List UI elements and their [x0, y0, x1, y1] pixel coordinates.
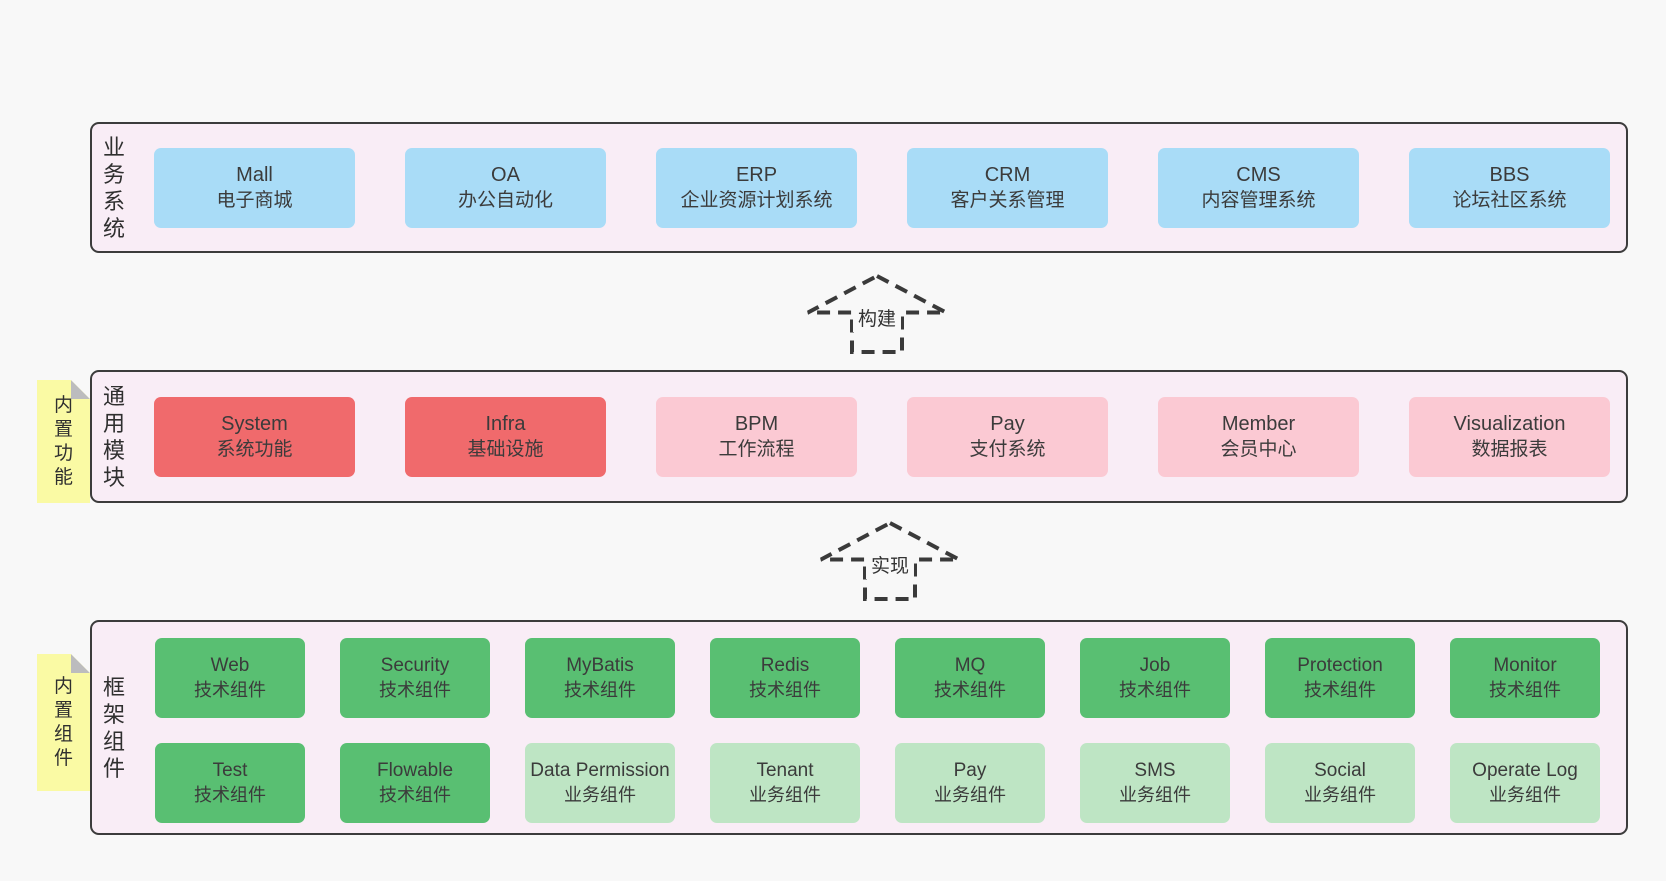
panel-label-components: 框架组件 — [102, 674, 125, 781]
box-data-permission: Data Permission 业务组件 — [525, 743, 675, 823]
components-row-2: Test 技术组件 Flowable 技术组件 Data Permission … — [155, 743, 1600, 823]
box-operate-log: Operate Log 业务组件 — [1450, 743, 1600, 823]
box-visualization: Visualization 数据报表 — [1409, 396, 1610, 477]
box-web: Web 技术组件 — [155, 638, 305, 718]
box-tenant: Tenant 业务组件 — [710, 743, 860, 823]
arrow-implement-label: 实现 — [865, 550, 915, 579]
box-pay-biz: Pay 业务组件 — [895, 743, 1045, 823]
box-crm: CRM 客户关系管理 — [907, 147, 1108, 228]
panel-label-modules: 通用模块 — [102, 383, 125, 490]
box-mq: MQ 技术组件 — [895, 638, 1045, 718]
up-arrow-icon — [820, 520, 960, 601]
panel-label-business: 业务系统 — [102, 134, 125, 241]
box-social: Social 业务组件 — [1265, 743, 1415, 823]
panel-framework-components: 框架组件 Web 技术组件 Security 技术组件 MyBatis 技术组件… — [90, 620, 1628, 835]
business-box-row: Mall 电子商城 OA 办公自动化 ERP 企业资源计划系统 CRM 客户关系… — [154, 124, 1610, 251]
arrow-build: 构建 — [805, 273, 949, 355]
box-mybatis: MyBatis 技术组件 — [525, 638, 675, 718]
box-security: Security 技术组件 — [340, 638, 490, 718]
modules-box-row: System 系统功能 Infra 基础设施 BPM 工作流程 Pay 支付系统… — [154, 372, 1610, 501]
panel-common-modules: 通用模块 System 系统功能 Infra 基础设施 BPM 工作流程 Pay… — [90, 370, 1628, 503]
box-bbs: BBS 论坛社区系统 — [1409, 147, 1610, 228]
box-bpm: BPM 工作流程 — [656, 396, 857, 477]
box-redis: Redis 技术组件 — [710, 638, 860, 718]
sticky-note-builtin-components: 内置组件 — [37, 654, 90, 791]
components-row-1: Web 技术组件 Security 技术组件 MyBatis 技术组件 Redi… — [155, 638, 1600, 718]
box-cms: CMS 内容管理系统 — [1158, 147, 1359, 228]
box-job: Job 技术组件 — [1080, 638, 1230, 718]
box-erp: ERP 企业资源计划系统 — [656, 147, 857, 228]
up-arrow-icon — [807, 273, 947, 354]
sticky-note-builtin-features: 内置功能 — [37, 380, 90, 503]
box-system: System 系统功能 — [154, 396, 355, 477]
box-sms: SMS 业务组件 — [1080, 743, 1230, 823]
box-pay: Pay 支付系统 — [907, 396, 1108, 477]
box-test: Test 技术组件 — [155, 743, 305, 823]
arrow-implement: 实现 — [818, 520, 962, 602]
box-monitor: Monitor 技术组件 — [1450, 638, 1600, 718]
box-flowable: Flowable 技术组件 — [340, 743, 490, 823]
panel-business-systems: 业务系统 Mall 电子商城 OA 办公自动化 ERP 企业资源计划系统 CRM… — [90, 122, 1628, 253]
box-member: Member 会员中心 — [1158, 396, 1359, 477]
arrow-build-label: 构建 — [852, 303, 902, 332]
box-mall: Mall 电子商城 — [154, 147, 355, 228]
box-infra: Infra 基础设施 — [405, 396, 606, 477]
folded-corner-icon — [71, 654, 90, 673]
box-oa: OA 办公自动化 — [405, 147, 606, 228]
box-protection: Protection 技术组件 — [1265, 638, 1415, 718]
